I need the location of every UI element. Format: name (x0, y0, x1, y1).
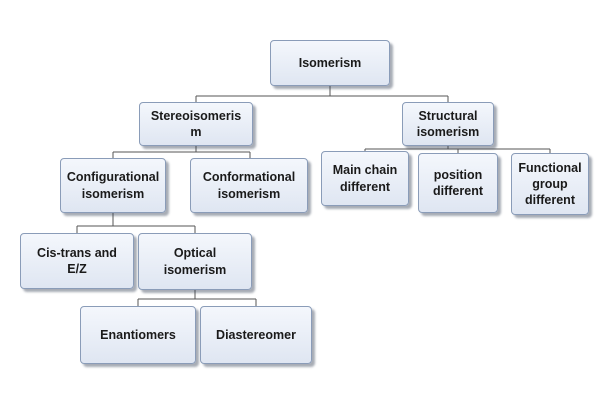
node-configurational-isomerism: Configurational isomerism (60, 158, 166, 213)
node-isomerism: Isomerism (270, 40, 390, 86)
node-position-different: position different (418, 153, 498, 213)
node-structural-isomerism: Structural isomerism (402, 102, 494, 146)
connector-configurational-children (76, 213, 196, 233)
node-conformational-isomerism: Conformational isomerism (190, 158, 308, 213)
node-enantiomers: Enantiomers (80, 306, 196, 364)
node-optical-isomerism: Optical isomerism (138, 233, 252, 290)
node-cis-trans-ez: Cis-trans and E/Z (20, 233, 134, 289)
node-diastereomer: Diastereomer (200, 306, 312, 364)
node-main-chain-different: Main chain different (321, 151, 409, 206)
node-functional-group-different: Functional group different (511, 153, 589, 215)
connector-optical-children (137, 290, 257, 306)
connector-isomerism-children (195, 86, 449, 102)
connector-stereoisomerism-children (112, 146, 251, 158)
connector-structural-children (364, 146, 551, 153)
node-stereoisomerism: Stereoisomeris m (139, 102, 253, 146)
